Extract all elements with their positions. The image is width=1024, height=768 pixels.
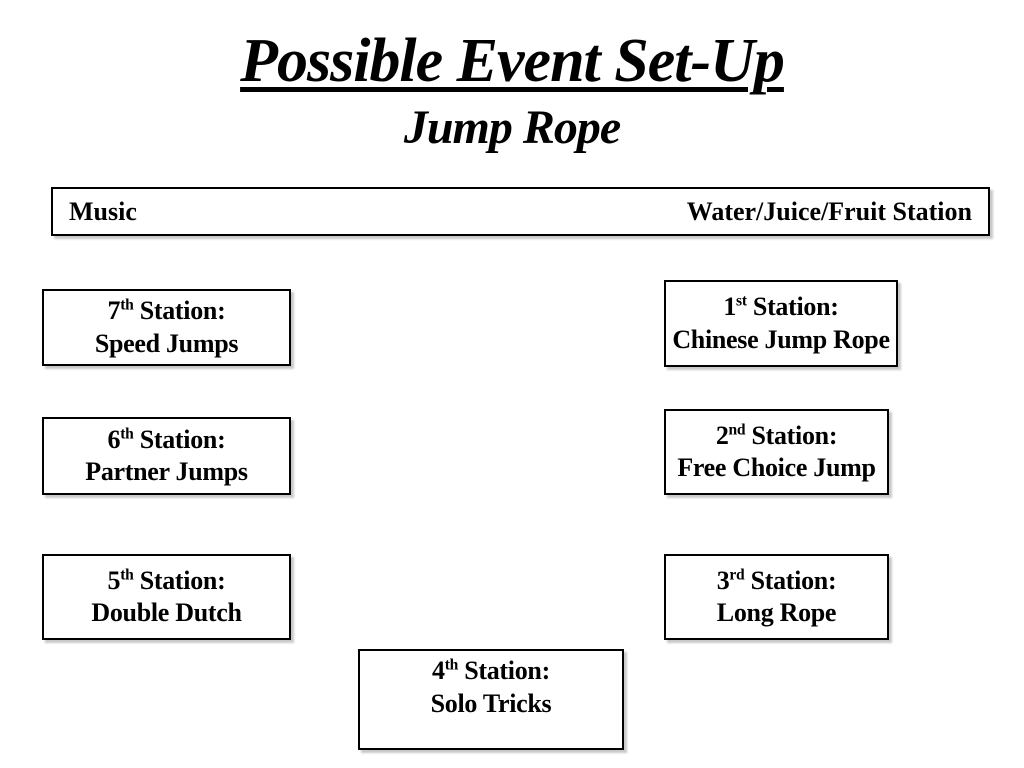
station-heading: 2nd Station:: [715, 420, 838, 450]
station-box-4: 4th Station: Solo Tricks: [358, 649, 624, 750]
station-box-7: 7th Station: Speed Jumps: [42, 289, 291, 366]
station-activity: Speed Jumps: [94, 328, 239, 358]
station-box-3: 3rd Station: Long Rope: [664, 554, 889, 640]
station-activity: Free Choice Jump: [677, 453, 876, 482]
station-box-5: 5th Station: Double Dutch: [42, 554, 291, 640]
station-box-6: 6th Station: Partner Jumps: [42, 417, 291, 495]
station-heading: 5th Station:: [107, 565, 226, 595]
ordinal-suffix: th: [120, 424, 134, 442]
ordinal-suffix: rd: [729, 565, 745, 583]
station-heading: 1st Station:: [723, 292, 839, 321]
station-activity: Partner Jumps: [85, 457, 248, 486]
station-heading: 6th Station:: [107, 424, 226, 454]
station-activity: Double Dutch: [91, 598, 242, 627]
station-heading: 4th Station:: [432, 656, 550, 685]
slide-title: Possible Event Set-Up: [0, 28, 1024, 95]
slide-title-text: Possible Event Set-Up: [240, 27, 785, 95]
station-box-2: 2nd Station: Free Choice Jump: [664, 409, 889, 495]
station-activity: Chinese Jump Rope: [672, 324, 890, 354]
ordinal-suffix: st: [736, 292, 747, 310]
ordinal-suffix: th: [120, 296, 134, 314]
ordinal-suffix: nd: [728, 420, 746, 438]
station-activity: Solo Tricks: [430, 688, 552, 718]
station-box-1: 1st Station: Chinese Jump Rope: [664, 280, 898, 367]
music-label: Music: [69, 196, 137, 226]
ordinal-suffix: th: [444, 656, 459, 674]
music-water-station-bar: Music Water/Juice/Fruit Station: [51, 187, 990, 236]
station-heading: 3rd Station:: [716, 565, 837, 595]
station-activity: Long Rope: [716, 598, 837, 627]
ordinal-suffix: th: [120, 565, 134, 583]
station-heading: 7th Station:: [107, 296, 226, 325]
slide-subtitle: Jump Rope: [403, 101, 621, 154]
water-juice-fruit-label: Water/Juice/Fruit Station: [686, 196, 972, 226]
